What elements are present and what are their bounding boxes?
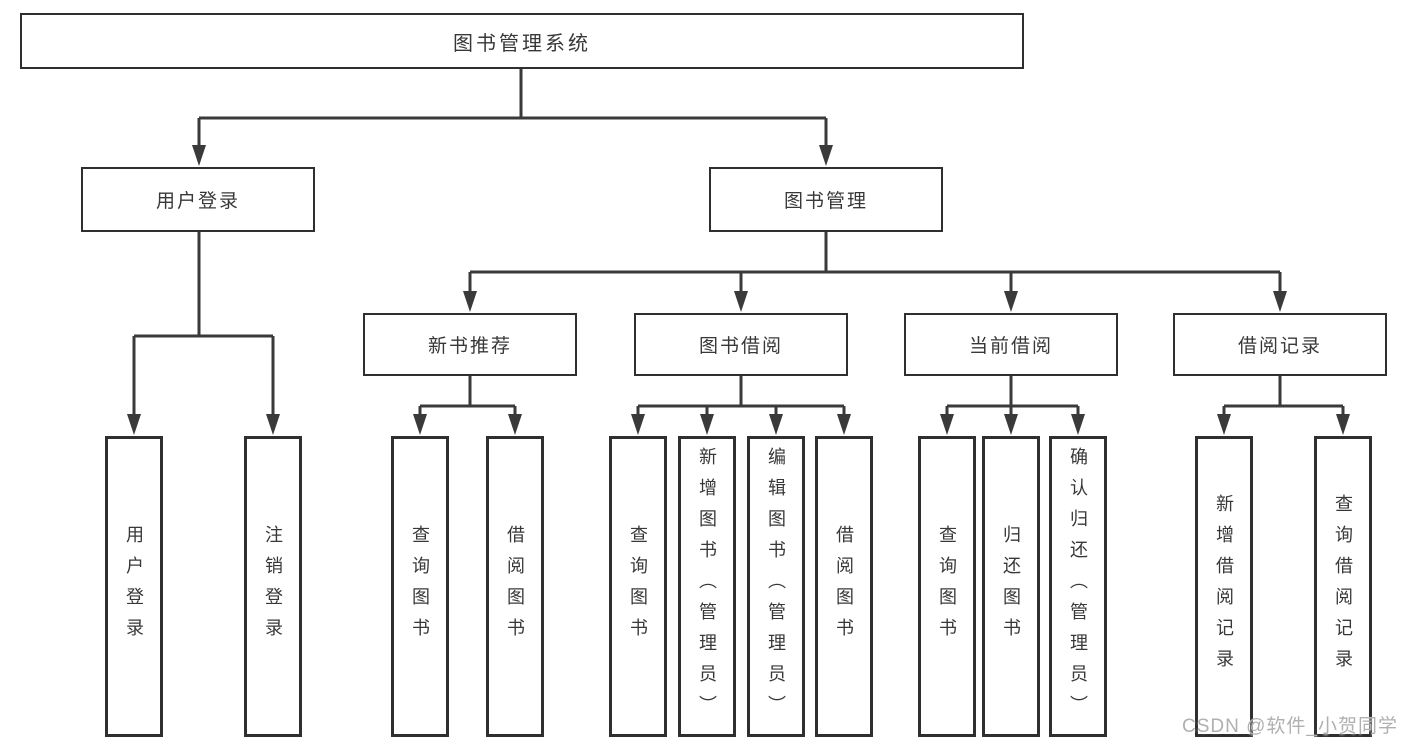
node-new-book-recommend: 新书推荐 [363, 313, 577, 376]
node-user-login: 用户登录 [81, 167, 315, 232]
node-leaf-confirm-return: 确认归还（管理员） [1049, 436, 1107, 737]
node-leaf-query-books-1: 查询图书 [391, 436, 449, 737]
node-leaf-query-books-2: 查询图书 [609, 436, 667, 737]
node-leaf-logout-label: 注销登录 [263, 524, 283, 649]
node-book-borrow: 图书借阅 [634, 313, 848, 376]
node-book-management-label: 图书管理 [783, 191, 868, 212]
node-leaf-edit-books-label: 编辑图书（管理员） [766, 447, 786, 726]
node-user-login-label: 用户登录 [155, 191, 240, 212]
node-leaf-borrow-books-1-label: 借阅图书 [505, 524, 525, 649]
node-leaf-user-login-label: 用户登录 [124, 524, 144, 649]
node-leaf-add-books: 新增图书（管理员） [678, 436, 736, 737]
node-leaf-query-borrow-record-label: 查询借阅记录 [1333, 493, 1353, 680]
node-root: 图书管理系统 [20, 13, 1024, 69]
node-borrow-records-label: 借阅记录 [1237, 336, 1322, 357]
node-leaf-borrow-books-2: 借阅图书 [815, 436, 873, 737]
node-leaf-query-books-1-label: 查询图书 [410, 524, 430, 649]
node-leaf-return-books-label: 归还图书 [1001, 524, 1021, 649]
node-leaf-borrow-books-2-label: 借阅图书 [834, 524, 854, 649]
node-book-management: 图书管理 [709, 167, 943, 232]
node-current-borrow-label: 当前借阅 [968, 336, 1053, 357]
node-leaf-query-books-2-label: 查询图书 [628, 524, 648, 649]
node-leaf-logout: 注销登录 [244, 436, 302, 737]
node-root-label: 图书管理系统 [453, 32, 591, 55]
node-leaf-confirm-return-label: 确认归还（管理员） [1068, 447, 1088, 726]
node-leaf-query-books-3: 查询图书 [918, 436, 976, 737]
node-new-book-recommend-label: 新书推荐 [427, 336, 512, 357]
node-leaf-add-borrow-record: 新增借阅记录 [1195, 436, 1253, 737]
node-current-borrow: 当前借阅 [904, 313, 1118, 376]
node-leaf-borrow-books-1: 借阅图书 [486, 436, 544, 737]
watermark: CSDN @软件_小贺同学 [1182, 716, 1398, 737]
arrowheads [127, 145, 1350, 435]
node-leaf-query-borrow-record: 查询借阅记录 [1314, 436, 1372, 737]
node-leaf-query-books-3-label: 查询图书 [937, 524, 957, 649]
node-leaf-return-books: 归还图书 [982, 436, 1040, 737]
node-leaf-add-books-label: 新增图书（管理员） [697, 447, 717, 726]
node-book-borrow-label: 图书借阅 [698, 336, 783, 357]
node-leaf-add-borrow-record-label: 新增借阅记录 [1214, 493, 1234, 680]
node-leaf-edit-books: 编辑图书（管理员） [747, 436, 805, 737]
node-leaf-user-login: 用户登录 [105, 436, 163, 737]
node-borrow-records: 借阅记录 [1173, 313, 1387, 376]
